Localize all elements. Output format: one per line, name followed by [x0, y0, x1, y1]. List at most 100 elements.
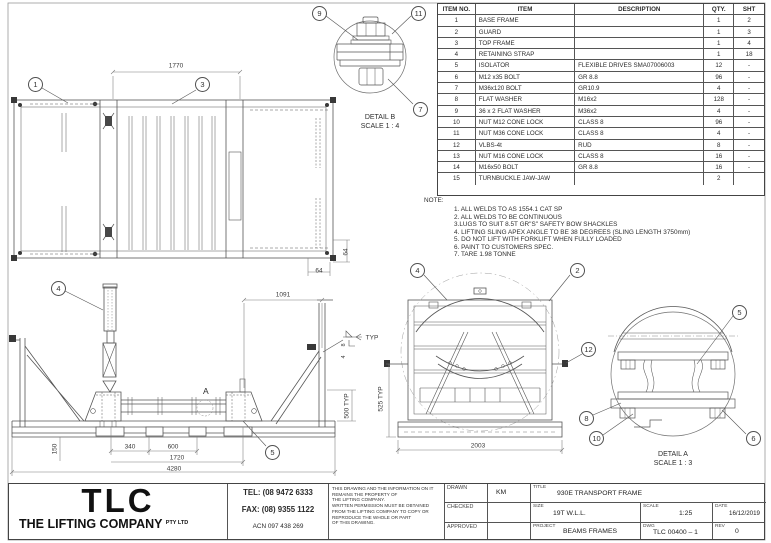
note-line: 6. PAINT TO CUSTOMERS SPEC.	[454, 243, 554, 251]
cell-item-no: 5	[438, 60, 476, 71]
cell-description: CLASS 8	[575, 128, 705, 139]
title-block: TLC THE LIFTING COMPANY PTY LTD TEL: (08…	[8, 482, 766, 540]
balloon-plan-item3: 3	[195, 77, 210, 92]
contact-cell: TEL: (08 9472 6333 FAX: (08) 9355 1122 A…	[228, 484, 329, 539]
cell-sht: -	[748, 141, 751, 149]
contact-tel: TEL: (08 9472 6333	[243, 488, 313, 497]
balloon-detaila-item10: 10	[589, 431, 604, 446]
cell-item-no: 13	[438, 150, 476, 162]
cell-qty: 96	[704, 116, 735, 128]
cell-qty: 4	[704, 83, 735, 94]
table-row: 12 VLBS-4t RUD 8 -	[438, 139, 764, 151]
cell-description: GR10.9	[575, 83, 705, 94]
cell-sht: -	[748, 164, 751, 172]
detail-b-title: DETAIL B	[364, 114, 396, 121]
cell-description: CLASS 8	[575, 150, 705, 162]
cell-description: M16x2	[575, 94, 705, 105]
note-line: 7. TARE 1.98 TONNE	[454, 251, 516, 258]
cell-description: FLEXIBLE DRIVES SMA07006003	[575, 60, 705, 71]
parts-table-body: 1 BASE FRAME 1 2 2 GUARD 1 3 3 TOP FRAME…	[438, 15, 764, 185]
cell-qty: 2	[704, 173, 735, 185]
weld-size-4: 4	[341, 355, 347, 359]
end-view-dim-lines	[386, 363, 565, 454]
note-line: 3.LUGS TO SUIT 8.5T GR"S" SAFETY BOW SHA…	[454, 221, 618, 228]
detail-a-title: DETAIL A	[658, 451, 688, 458]
weld-symbol	[322, 330, 362, 353]
cell-sht: -	[748, 62, 751, 70]
cell-qty: 16	[704, 162, 735, 173]
cell-sht: -	[748, 107, 751, 115]
cell-description	[575, 37, 705, 49]
cell-item-no: 15	[438, 173, 476, 185]
balloon-end-item4: 4	[410, 263, 425, 278]
cell-description: RUD	[575, 139, 705, 150]
cell-sht	[734, 173, 764, 184]
rev-cell: REV 0	[713, 523, 764, 539]
note-line: 5. DO NOT LIFT WITH FORKLIFT WHEN FULLY …	[454, 236, 622, 243]
detail-a-scale: SCALE 1 : 3	[653, 460, 693, 467]
company-name-text: THE LIFTING COMPANY	[19, 517, 163, 531]
cell-description	[575, 173, 705, 185]
cell-description: GR 8.8	[575, 162, 705, 173]
plan-view-geometry	[11, 97, 336, 261]
end-view-geometry	[384, 272, 583, 438]
legal-line: REPRODUCE THE WHOLE OR PART	[332, 514, 412, 520]
cell-item: VLBS-4t	[476, 139, 576, 150]
cell-qty: 1	[704, 26, 735, 37]
size-cell: SIZE 19T W.L.L.	[531, 503, 641, 523]
legal-line: THE LIFTING COMPANY.	[332, 497, 385, 503]
legal-line: FROM THE LIFTING COMPANY TO COPY OR	[332, 508, 429, 514]
legal-line: REMAINS THE PROPERTY OF	[332, 491, 398, 497]
size-value: 19T W.L.L.	[553, 510, 586, 517]
cell-item: NUT M16 CONE LOCK	[476, 150, 576, 162]
title-label: TITLE	[533, 485, 547, 490]
parts-table: ITEM NO. ITEM DESCRIPTION QTY. SHT 1 BAS…	[437, 3, 765, 196]
cell-sht: 3	[747, 28, 751, 36]
approved-label: APPROVED	[447, 524, 477, 530]
legal-line: OF THIS DRAWING.	[332, 520, 375, 526]
cell-sht: -	[748, 118, 751, 126]
dim-150: 150	[51, 443, 59, 455]
col-header-description: DESCRIPTION	[575, 4, 705, 15]
notes-heading: NOTE:	[424, 197, 444, 204]
company-name: THE LIFTING COMPANY PTY LTD	[19, 517, 188, 531]
approved-label-cell: APPROVED	[445, 523, 488, 539]
checked-label-cell: CHECKED	[445, 503, 488, 523]
col-header-item: ITEM	[476, 4, 576, 15]
cell-sht: 18	[745, 51, 753, 59]
cell-description: M36x2	[575, 105, 705, 116]
cell-sht: -	[748, 152, 751, 160]
cell-item-no: 3	[438, 37, 476, 49]
legal-line: WRITTEN PERMISSION MUST BE OBTAINED	[332, 503, 430, 509]
dwg-label: DWG	[643, 524, 655, 529]
section-label-a: A	[203, 386, 209, 396]
cell-qty: 1	[704, 49, 735, 60]
cell-item: M36x120 BOLT	[476, 83, 576, 94]
cell-qty: 128	[704, 94, 735, 105]
dwg-number: TLC 00400 – 1	[653, 529, 698, 536]
cell-item: RETAINING STRAP	[476, 49, 576, 60]
cell-description: CLASS 8	[575, 116, 705, 128]
project-value: BEAMS FRAMES	[563, 528, 618, 535]
cell-item-no: 2	[438, 26, 476, 37]
cell-item: 36 x 2 FLAT WASHER	[476, 105, 576, 116]
table-row: 8 FLAT WASHER M16x2 128 -	[438, 94, 764, 106]
cell-item: FLAT WASHER	[476, 94, 576, 105]
balloon-elev-item5: 5	[265, 445, 280, 460]
detail-b-geometry	[325, 15, 414, 105]
table-row: 11 NUT M36 CONE LOCK CLASS 8 4 -	[438, 128, 764, 140]
balloon-end-item2: 2	[570, 263, 585, 278]
dim-600: 600	[167, 443, 179, 451]
scale-value: 1:25	[679, 510, 693, 517]
cell-item: ISOLATOR	[476, 60, 576, 71]
note-line: 2. ALL WELDS TO BE CONTINUOUS	[454, 213, 562, 221]
checked-label: CHECKED	[447, 504, 474, 510]
parts-table-header: ITEM NO. ITEM DESCRIPTION QTY. SHT	[438, 4, 764, 16]
drawing-title: 930E TRANSPORT FRAME	[557, 490, 642, 497]
rev-label: REV	[715, 524, 725, 529]
table-row: 9 36 x 2 FLAT WASHER M36x2 4 -	[438, 105, 764, 117]
contact-acn: ACN 097 438 269	[252, 523, 304, 530]
rev-value: 0	[735, 528, 739, 535]
date-value: 16/12/2019	[729, 510, 760, 517]
